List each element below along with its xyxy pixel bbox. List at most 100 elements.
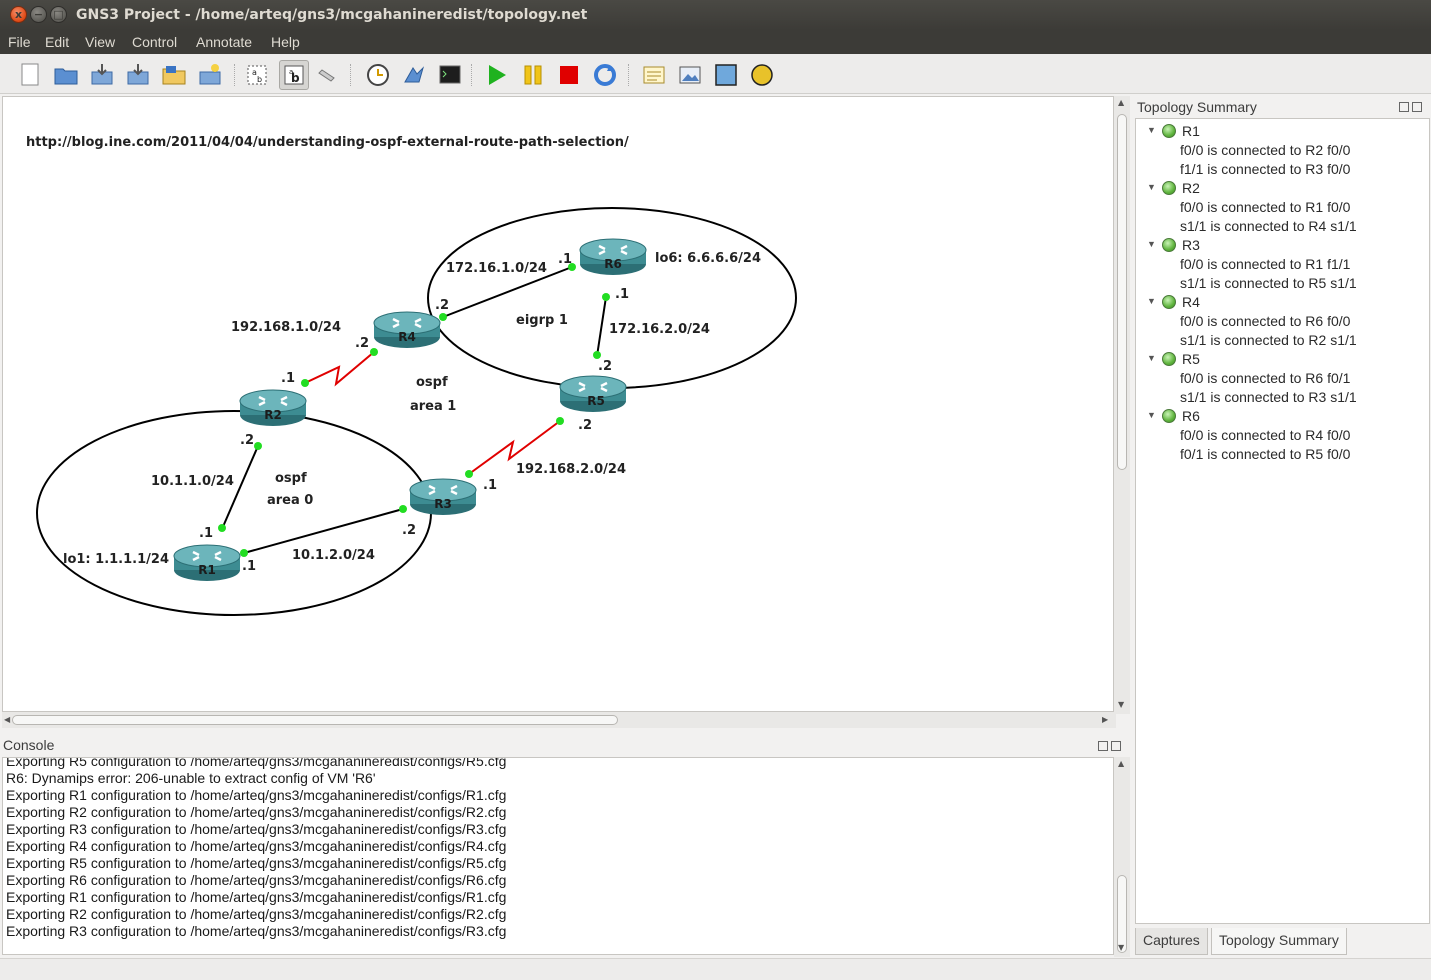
label-r3-dot2[interactable]: .2	[402, 523, 416, 538]
suspend-all-icon[interactable]	[520, 62, 546, 88]
float-icon[interactable]	[1399, 102, 1409, 112]
reload-all-icon[interactable]	[592, 62, 618, 88]
save-as-icon[interactable]	[125, 62, 151, 88]
router-r5[interactable]: R5	[558, 374, 628, 414]
label-lo6[interactable]: lo6: 6.6.6.6/24	[655, 251, 761, 266]
label-192-168-1[interactable]: 192.168.1.0/24	[231, 320, 341, 335]
scroll-down-icon[interactable]: ▼	[1118, 943, 1125, 952]
float-icon[interactable]	[1098, 741, 1108, 751]
label-eigrp[interactable]: eigrp 1	[516, 313, 568, 328]
link-item[interactable]: f0/0 is connected to R4 f0/0	[1180, 427, 1351, 443]
topology-drawing[interactable]: R6 R4 R5 R2 R3 R1 http://blog.ine.com/20…	[3, 97, 1114, 712]
link-item[interactable]: s1/1 is connected to R3 s1/1	[1180, 389, 1357, 405]
topology-tree[interactable]: ▼R1 f0/0 is connected to R2 f0/0 f1/1 is…	[1135, 118, 1430, 924]
capture-icon[interactable]	[401, 62, 427, 88]
console-output[interactable]: Exporting R5 configuration to /home/arte…	[2, 757, 1114, 955]
label-r1-dot1-b[interactable]: .1	[242, 559, 256, 574]
label-ospf-0[interactable]: ospf	[275, 471, 307, 486]
expand-arrow-icon[interactable]: ▼	[1147, 125, 1156, 135]
tab-captures[interactable]: Captures	[1135, 928, 1208, 955]
link-item[interactable]: f0/0 is connected to R2 f0/0	[1180, 142, 1351, 158]
link-item[interactable]: f0/0 is connected to R6 f0/1	[1180, 370, 1351, 386]
window-maximize-button[interactable]: □	[50, 6, 67, 23]
router-r3[interactable]: R3	[408, 477, 478, 517]
canvas-vertical-scrollbar[interactable]: ▲ ▼	[1114, 96, 1130, 714]
serial-link-r2-r4[interactable]	[304, 351, 375, 387]
add-link-icon[interactable]	[316, 62, 342, 88]
scrollbar-thumb[interactable]	[12, 715, 618, 725]
label-lo1[interactable]: lo1: 1.1.1.1/24	[63, 552, 169, 567]
expand-arrow-icon[interactable]: ▼	[1147, 410, 1156, 420]
link-item[interactable]: s1/1 is connected to R2 s1/1	[1180, 332, 1357, 348]
start-all-icon[interactable]	[484, 62, 510, 88]
link-item[interactable]: f1/1 is connected to R3 f0/0	[1180, 161, 1351, 177]
scrollbar-thumb[interactable]	[1117, 114, 1127, 470]
open-folder-icon[interactable]	[161, 62, 187, 88]
menu-view[interactable]: View	[85, 34, 116, 50]
label-ospf-1[interactable]: ospf	[416, 375, 448, 390]
snapshot-icon[interactable]	[197, 62, 223, 88]
ospf-area0-ellipse[interactable]	[36, 410, 432, 616]
eigrp-area-ellipse[interactable]	[427, 207, 797, 389]
label-r6-dot1[interactable]: .1	[558, 252, 572, 267]
scroll-up-icon[interactable]: ▲	[1118, 98, 1125, 107]
menu-file[interactable]: File	[8, 34, 31, 50]
label-r5-dot2[interactable]: .2	[598, 359, 612, 374]
label-r1-dot1[interactable]: .1	[199, 526, 213, 541]
link-item[interactable]: f0/0 is connected to R1 f1/1	[1180, 256, 1351, 272]
router-r6[interactable]: R6	[578, 237, 648, 277]
menu-control[interactable]: Control	[132, 34, 178, 50]
label-area-0[interactable]: area 0	[267, 493, 313, 508]
save-project-icon[interactable]	[89, 62, 115, 88]
scroll-left-icon[interactable]: ◀	[4, 715, 11, 724]
serial-link-r3-r5[interactable]	[468, 420, 561, 475]
label-r2-dot1[interactable]: .1	[281, 371, 295, 386]
link-item[interactable]: s1/1 is connected to R5 s1/1	[1180, 275, 1357, 291]
scroll-down-icon[interactable]: ▼	[1118, 700, 1125, 709]
label-172-16-2[interactable]: 172.16.2.0/24	[609, 322, 710, 337]
label-192-168-2[interactable]: 192.168.2.0/24	[516, 462, 626, 477]
new-project-icon[interactable]	[17, 62, 43, 88]
expand-arrow-icon[interactable]: ▼	[1147, 296, 1156, 306]
topology-canvas[interactable]: R6 R4 R5 R2 R3 R1 http://blog.ine.com/20…	[2, 96, 1114, 712]
expand-arrow-icon[interactable]: ▼	[1147, 182, 1156, 192]
open-project-icon[interactable]	[53, 62, 79, 88]
close-icon[interactable]	[1111, 741, 1121, 751]
stop-all-icon[interactable]	[556, 62, 582, 88]
expand-arrow-icon[interactable]: ▼	[1147, 353, 1156, 363]
link-item[interactable]: f0/0 is connected to R1 f0/0	[1180, 199, 1351, 215]
router-r2[interactable]: R2	[238, 388, 308, 428]
draw-rectangle-icon[interactable]	[713, 62, 739, 88]
label-r5-dot2-b[interactable]: .2	[578, 418, 592, 433]
label-r4-dot2[interactable]: .2	[435, 298, 449, 313]
console-all-icon[interactable]	[365, 62, 391, 88]
link-r2-r1[interactable]	[221, 445, 259, 530]
add-note-icon[interactable]	[641, 62, 667, 88]
canvas-horizontal-scrollbar[interactable]: ◀ ▶	[2, 712, 1116, 728]
router-r4[interactable]: R4	[372, 310, 442, 350]
url-note[interactable]: http://blog.ine.com/2011/04/04/understan…	[26, 135, 629, 150]
label-r2-dot2[interactable]: .2	[240, 433, 254, 448]
scrollbar-thumb[interactable]	[1117, 875, 1127, 953]
scroll-right-icon[interactable]: ▶	[1102, 715, 1109, 724]
terminal-icon[interactable]	[437, 62, 463, 88]
window-minimize-button[interactable]: −	[30, 6, 47, 23]
close-icon[interactable]	[1412, 102, 1422, 112]
label-r3-dot1[interactable]: .1	[483, 478, 497, 493]
menu-annotate[interactable]: Annotate	[196, 34, 253, 50]
menu-edit[interactable]: Edit	[45, 34, 70, 50]
label-area-1[interactable]: area 1	[410, 399, 456, 414]
link-item[interactable]: f0/0 is connected to R6 f0/0	[1180, 313, 1351, 329]
link-r1-r3[interactable]	[243, 508, 404, 554]
label-10-1-2[interactable]: 10.1.2.0/24	[292, 548, 375, 563]
link-r4-r6[interactable]	[442, 266, 573, 318]
label-r6-dot1-b[interactable]: .1	[615, 287, 629, 302]
expand-arrow-icon[interactable]: ▼	[1147, 239, 1156, 249]
link-item[interactable]: s1/1 is connected to R4 s1/1	[1180, 218, 1357, 234]
link-r6-r5[interactable]	[596, 296, 607, 357]
router-r1[interactable]: R1	[172, 543, 242, 583]
label-r4-dot2-b[interactable]: .2	[355, 336, 369, 351]
insert-picture-icon[interactable]	[677, 62, 703, 88]
